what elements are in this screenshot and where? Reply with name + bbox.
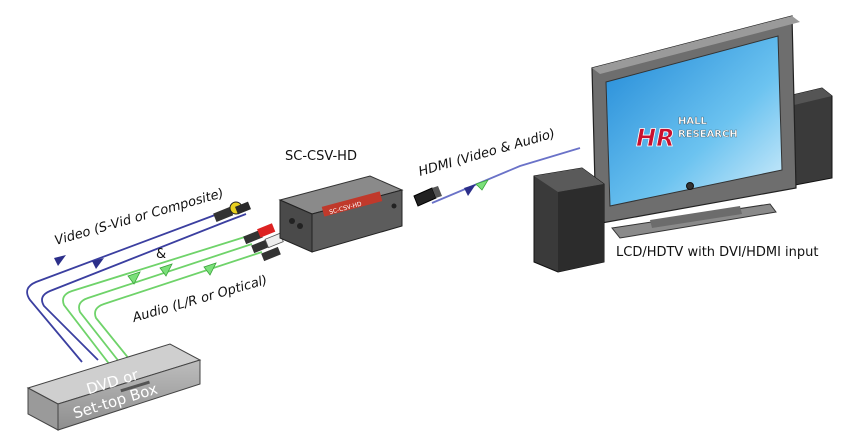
rca-plug-icon <box>213 201 284 262</box>
tv-display: HR HALL RESEARCH <box>533 15 833 273</box>
hdmi-cable <box>431 147 581 204</box>
device-name-label: SC-CSV-HD <box>285 149 357 164</box>
hall-research-logo: HR HALL RESEARCH <box>636 116 738 153</box>
logo-line2: RESEARCH <box>678 129 738 140</box>
audio-cables <box>62 235 263 371</box>
video-cable-1 <box>26 207 233 363</box>
video-cables <box>26 207 247 363</box>
display-label: LCD/HDTV with DVI/HDMI input <box>616 245 818 260</box>
logo-mark: HR <box>636 124 675 152</box>
audio-cable-3 <box>94 251 263 371</box>
audio-label: Audio (L/R or Optical) <box>130 273 269 326</box>
tv-screen <box>605 35 783 207</box>
hdmi-plug-icon <box>413 186 442 207</box>
dvd-set-top-box: DVD or Set-top Box <box>26 343 202 431</box>
triangle-arrow-icon <box>54 179 489 285</box>
hdmi-label: HDMI (Video & Audio) <box>417 127 557 180</box>
audio-cable-2 <box>78 243 253 369</box>
ampersand-label: & <box>156 247 166 262</box>
sc-csv-hd-device: SC-CSV-HD <box>278 175 404 253</box>
video-label: Video (S-Vid or Composite) <box>53 186 225 249</box>
video-cable-2 <box>41 213 247 361</box>
logo-line1: HALL <box>678 116 707 127</box>
audio-cable-1 <box>62 235 249 366</box>
